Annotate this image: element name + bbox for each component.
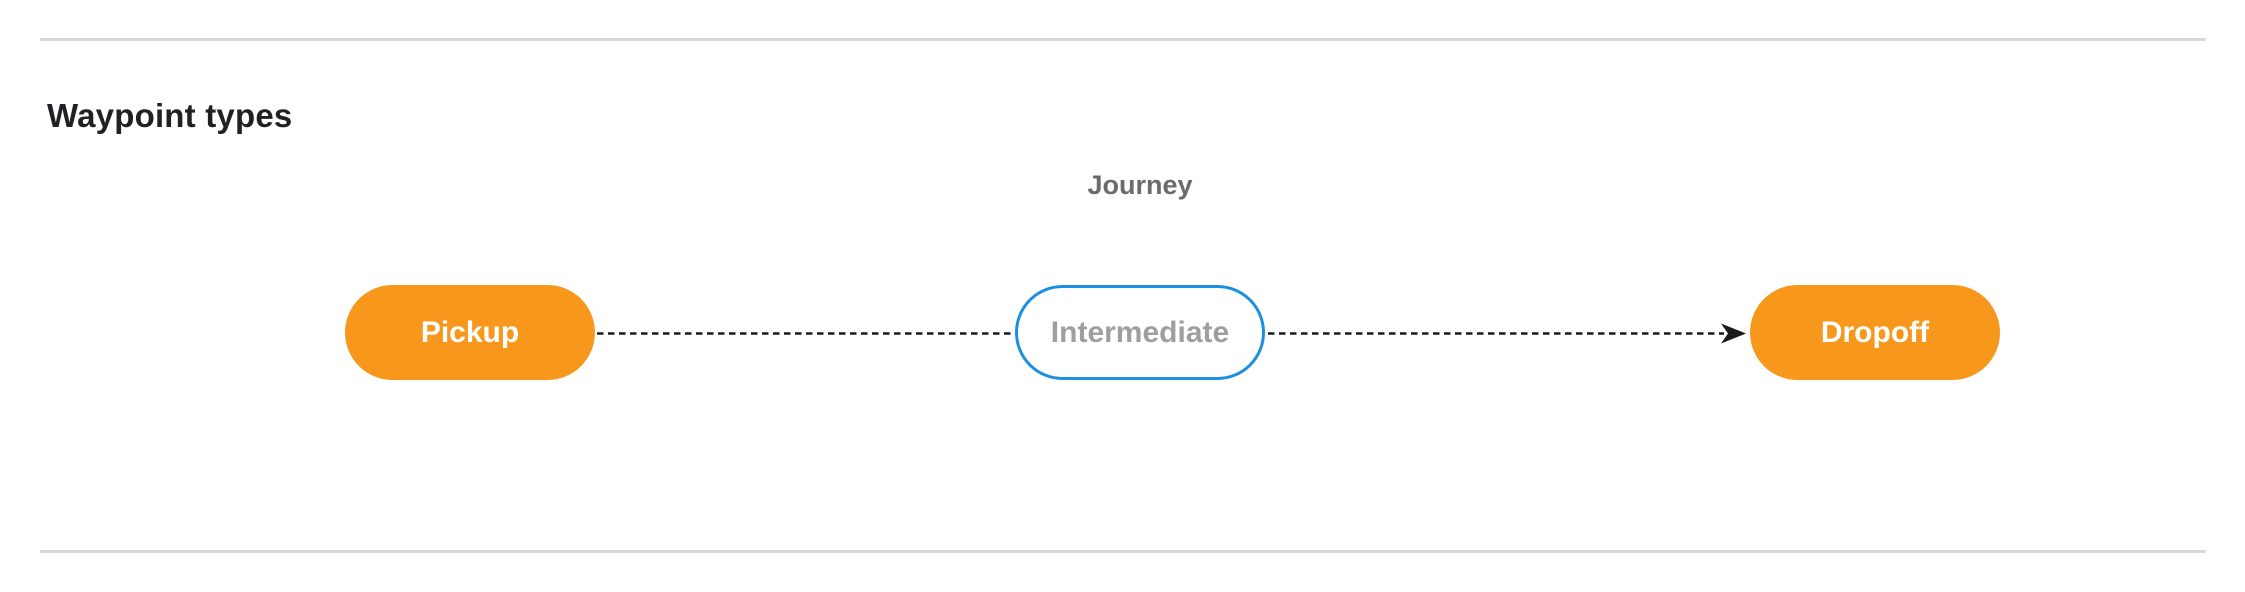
- arrowhead-icon: [1721, 323, 1746, 344]
- top-divider: [40, 38, 2206, 41]
- node-dropoff: Dropoff: [1750, 285, 2000, 380]
- node-intermediate: Intermediate: [1015, 285, 1265, 380]
- node-pickup: Pickup: [345, 285, 595, 380]
- node-intermediate-label: Intermediate: [1050, 315, 1230, 349]
- node-pickup-label: Pickup: [420, 315, 520, 349]
- node-dropoff-label: Dropoff: [1820, 315, 1930, 349]
- journey-diagram-title: Journey: [1087, 170, 1193, 200]
- page-title: Waypoint types: [47, 97, 293, 135]
- bottom-divider: [40, 550, 2206, 553]
